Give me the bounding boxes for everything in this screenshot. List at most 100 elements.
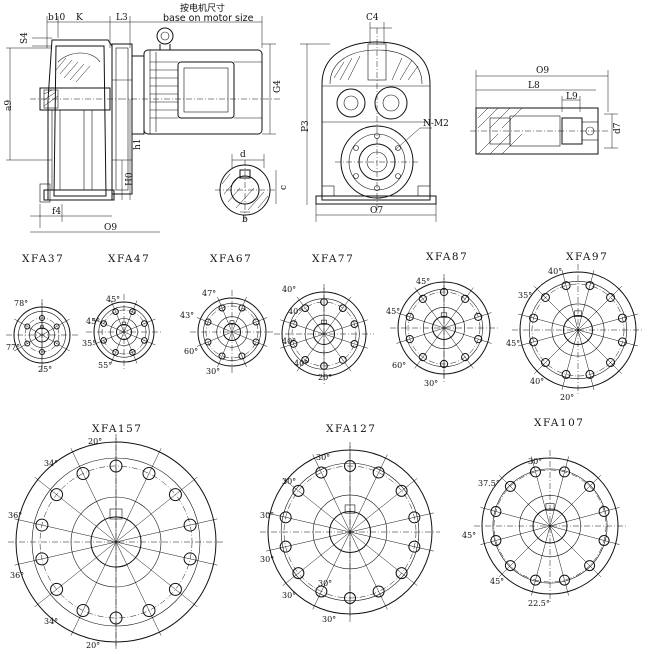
- bolt-hole: [617, 337, 627, 347]
- bolt-hole: [204, 338, 212, 346]
- dim-nm: N-M2: [423, 119, 449, 129]
- angle-label: 34°: [44, 617, 58, 626]
- radial-line: [231, 331, 268, 347]
- bolt-hole: [395, 484, 408, 497]
- angle-label: 60°: [184, 347, 198, 356]
- radial-line: [196, 331, 233, 347]
- radial-line: [480, 525, 551, 545]
- angle-label: 34°: [44, 459, 58, 468]
- radial-line: [14, 541, 117, 566]
- dim-s4: S4: [20, 32, 30, 44]
- angle-label: 40°: [294, 359, 308, 368]
- bolt-hole: [24, 323, 31, 330]
- dim-k: K: [76, 13, 83, 23]
- bolt-hole: [320, 298, 328, 306]
- angle-label: 30°: [282, 591, 296, 600]
- bolt-hole: [474, 312, 483, 321]
- bolt-hole: [490, 534, 502, 546]
- side-view: b10 K L3 按电机尺寸 base on motor size S4 a9: [4, 2, 283, 233]
- bolt-hole: [204, 318, 212, 326]
- bolt-hole: [530, 466, 542, 478]
- bolt-hole: [540, 292, 550, 302]
- bolt-hole: [112, 349, 119, 356]
- radial-line: [549, 525, 602, 578]
- radial-line: [414, 287, 445, 329]
- radial-line: [115, 448, 162, 543]
- radial-line: [280, 333, 325, 349]
- dim-h1: h1: [133, 138, 143, 150]
- radial-line: [115, 541, 198, 608]
- radial-line: [41, 334, 70, 352]
- bolt-hole: [561, 369, 571, 379]
- dim-l3: L3: [116, 13, 128, 23]
- angle-label: 40°: [548, 267, 562, 276]
- dim-b10: b10: [48, 13, 65, 23]
- radial-line: [34, 541, 117, 608]
- angle-label: 78°: [14, 299, 28, 308]
- angle-label: 20°: [318, 373, 332, 382]
- bolt-hole: [100, 320, 107, 327]
- bolt-hole: [279, 511, 292, 524]
- flange-title: XFA37: [22, 253, 64, 265]
- radial-line: [280, 319, 325, 335]
- radial-line: [549, 474, 602, 527]
- flange-title: XFA157: [92, 423, 142, 435]
- bolt-hole: [39, 315, 45, 321]
- radial-line: [41, 318, 70, 336]
- radial-line: [549, 456, 569, 527]
- bolt-hole: [109, 611, 123, 625]
- bolt-hole: [338, 355, 347, 364]
- bolt-hole: [24, 340, 31, 347]
- radial-line: [443, 312, 492, 329]
- dim-d: d: [240, 150, 246, 160]
- angle-label: 45°: [86, 317, 100, 326]
- bolt-hole: [529, 337, 539, 347]
- dim-o9b: O9: [536, 66, 549, 76]
- bolt-hole: [53, 340, 60, 347]
- radial-line: [217, 296, 233, 333]
- angle-label: 36°: [10, 571, 24, 580]
- radial-line: [577, 270, 595, 331]
- bolt-hole: [168, 488, 182, 502]
- radial-line: [414, 327, 445, 369]
- radial-line: [115, 541, 218, 566]
- flange-title: XFA127: [326, 423, 376, 435]
- bolt-hole: [129, 308, 136, 315]
- radial-line: [561, 329, 579, 390]
- bolt-hole: [617, 313, 627, 323]
- flange-title: XFA107: [534, 417, 584, 429]
- angle-label: 35°: [82, 339, 96, 348]
- bolt-hole: [100, 337, 107, 344]
- bolt-hole: [474, 335, 483, 344]
- front-view: C4 P3 N-M2: [300, 13, 449, 222]
- bolt-hole: [252, 338, 260, 346]
- radial-line: [577, 329, 595, 390]
- angle-label: 60°: [392, 361, 406, 370]
- angle-label: 45°: [462, 531, 476, 540]
- dim-f4: f4: [52, 207, 61, 217]
- bolt-hole: [141, 320, 148, 327]
- radial-line: [115, 541, 162, 636]
- bolt-hole: [218, 352, 226, 360]
- angle-label: 55°: [98, 361, 112, 370]
- radial-line: [443, 327, 492, 344]
- bolt-hole: [598, 534, 610, 546]
- radial-line: [231, 296, 247, 333]
- angle-label: 30°: [260, 555, 274, 564]
- radial-line: [549, 525, 620, 545]
- radial-line: [577, 329, 638, 347]
- bolt-hole: [112, 308, 119, 315]
- radial-line: [115, 518, 218, 543]
- angle-label: 35°: [518, 291, 532, 300]
- bolt-hole: [301, 355, 310, 364]
- bolt-hole: [530, 574, 542, 586]
- bolt-hole: [350, 320, 359, 329]
- bolt-hole: [168, 582, 182, 596]
- bolt-hole: [238, 304, 246, 312]
- radial-line: [443, 287, 474, 329]
- angle-label: 47°: [202, 289, 216, 298]
- bolt-hole: [50, 488, 64, 502]
